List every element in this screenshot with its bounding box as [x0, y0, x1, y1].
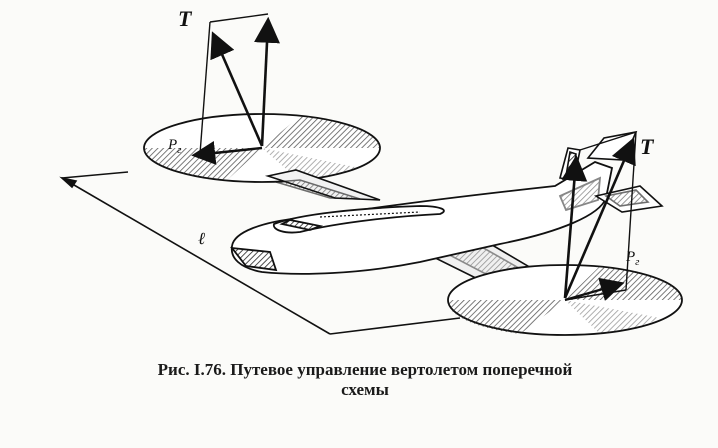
thrust-label-right: T [640, 134, 654, 159]
force-label-right: Pг [626, 249, 640, 268]
caption-line-2: схемы [341, 380, 389, 399]
force-label-left: Pг [168, 137, 182, 156]
length-label: ℓ [198, 229, 206, 248]
dimension-line [59, 171, 461, 335]
figure-caption: Рис. I.76. Путевое управление вертолетом… [30, 360, 700, 400]
right-force-vectors [561, 131, 637, 302]
left-wing [264, 169, 381, 201]
thrust-label-left: T [178, 6, 192, 31]
left-force-vectors [191, 13, 280, 165]
fuselage [229, 161, 614, 275]
right-rotor-disk [447, 264, 683, 336]
caption-line-1: Рис. I.76. Путевое управление вертолетом… [157, 360, 573, 379]
